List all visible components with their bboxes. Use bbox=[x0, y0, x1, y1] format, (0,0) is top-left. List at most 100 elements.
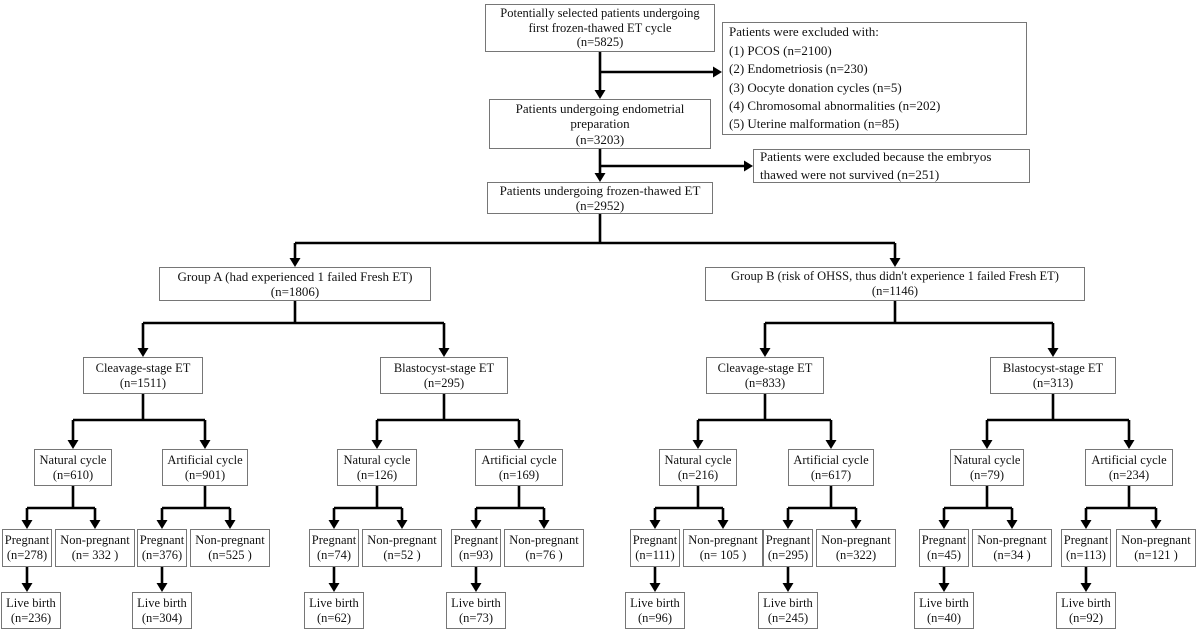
node-selected-line: Potentially selected patients undergoing bbox=[500, 5, 700, 20]
node-groupB-line: Group B (risk of OHSS, thus didn't exper… bbox=[731, 269, 1059, 284]
node-preg8: Pregnant(n=113) bbox=[1061, 529, 1111, 567]
node-non4-line: (n=76 ) bbox=[525, 548, 563, 562]
node-non6-line: (n=322) bbox=[835, 548, 877, 562]
node-blastocystB-line: (n=313) bbox=[1032, 375, 1074, 390]
node-groupA: Group A (had experienced 1 failed Fresh … bbox=[159, 267, 431, 301]
node-excluded1: Patients were excluded with:(1) PCOS (n=… bbox=[722, 22, 1027, 135]
node-artificialA1: Artificial cycle(n=901) bbox=[162, 449, 248, 486]
node-non5: Non-pregnant(n= 105 ) bbox=[683, 529, 763, 567]
node-excluded1-line: (1) PCOS (n=2100) bbox=[729, 42, 832, 58]
node-live4-line: (n=73) bbox=[458, 610, 494, 625]
node-naturalB2-line: Natural cycle bbox=[953, 452, 1021, 467]
node-preg1-line: (n=278) bbox=[6, 548, 48, 562]
node-live7: Live birth(n=40) bbox=[914, 592, 974, 629]
node-artificialA2: Artificial cycle(n=169) bbox=[475, 449, 563, 486]
node-live2-line: Live birth bbox=[137, 595, 187, 610]
node-blastocystA-line: Blastocyst-stage ET bbox=[393, 360, 495, 375]
node-preg4-line: Pregnant bbox=[453, 533, 499, 548]
node-excluded1-line: (4) Chromosomal abnormalities (n=202) bbox=[729, 97, 941, 113]
node-groupA-line: Group A (had experienced 1 failed Fresh … bbox=[177, 268, 413, 284]
node-cleavageA: Cleavage-stage ET(n=1511) bbox=[83, 357, 203, 394]
node-blastocystB-line: Blastocyst-stage ET bbox=[1002, 360, 1104, 375]
node-live1-line: Live birth bbox=[6, 595, 56, 610]
node-excluded1-line: (3) Oocyte donation cycles (n=5) bbox=[729, 79, 902, 95]
node-naturalA1-line: Natural cycle bbox=[39, 452, 107, 467]
node-non3-line: Non-pregnant bbox=[367, 533, 437, 548]
node-cleavageA-line: Cleavage-stage ET bbox=[95, 360, 191, 375]
node-live3-line: (n=62) bbox=[316, 610, 352, 625]
node-preg7: Pregnant(n=45) bbox=[919, 529, 969, 567]
node-naturalA2-line: (n=126) bbox=[356, 467, 398, 482]
node-non6: Non-pregnant(n=322) bbox=[816, 529, 896, 567]
node-live6-line: Live birth bbox=[763, 595, 813, 610]
node-non3: Non-pregnant(n=52 ) bbox=[362, 529, 442, 567]
node-artificialB1-line: Artificial cycle bbox=[793, 452, 869, 467]
node-preg6-line: Pregnant bbox=[765, 533, 811, 548]
node-live2-line: (n=304) bbox=[141, 610, 183, 625]
node-preg6: Pregnant(n=295) bbox=[763, 529, 813, 567]
node-artificialB2-line: Artificial cycle bbox=[1091, 452, 1167, 467]
node-fet: Patients undergoing frozen-thawed ET(n=2… bbox=[487, 182, 713, 214]
node-preg3-line: (n=74) bbox=[316, 548, 352, 562]
node-preg6-line: (n=295) bbox=[767, 548, 809, 562]
node-preg1: Pregnant(n=278) bbox=[2, 529, 52, 567]
node-cleavageB: Cleavage-stage ET(n=833) bbox=[706, 357, 824, 394]
node-naturalB1: Natural cycle(n=216) bbox=[659, 449, 737, 486]
node-preg3: Pregnant(n=74) bbox=[309, 529, 359, 567]
node-artificialB1: Artificial cycle(n=617) bbox=[788, 449, 874, 486]
node-naturalB1-line: (n=216) bbox=[677, 467, 719, 482]
node-live8: Live birth(n=92) bbox=[1056, 592, 1116, 629]
node-cleavageB-line: Cleavage-stage ET bbox=[717, 360, 813, 375]
node-preg5-line: Pregnant bbox=[632, 533, 678, 548]
node-blastocystA-line: (n=295) bbox=[423, 375, 465, 390]
node-prep-line: (n=3203) bbox=[575, 131, 625, 147]
node-naturalA2: Natural cycle(n=126) bbox=[337, 449, 417, 486]
node-live3-line: Live birth bbox=[309, 595, 359, 610]
node-prep-line: Patients undergoing endometrial bbox=[515, 101, 685, 116]
node-live5-line: (n=96) bbox=[637, 610, 673, 625]
node-live4: Live birth(n=73) bbox=[446, 592, 506, 629]
node-live6: Live birth(n=245) bbox=[758, 592, 818, 629]
node-live1-line: (n=236) bbox=[10, 610, 52, 625]
node-live6-line: (n=245) bbox=[767, 610, 809, 625]
node-preg2-line: (n=376) bbox=[141, 548, 183, 562]
node-non6-line: Non-pregnant bbox=[821, 533, 891, 548]
node-preg2-line: Pregnant bbox=[139, 533, 185, 548]
node-live4-line: Live birth bbox=[451, 595, 501, 610]
node-excluded2: Patients were excluded because the embry… bbox=[753, 149, 1030, 183]
node-non2: Non-pregnant(n=525 ) bbox=[190, 529, 270, 567]
node-preg4: Pregnant(n=93) bbox=[451, 529, 501, 567]
node-live8-line: (n=92) bbox=[1068, 610, 1104, 625]
node-prep-line: preparation bbox=[570, 116, 630, 132]
node-live7-line: (n=40) bbox=[926, 610, 962, 625]
node-artificialA1-line: Artificial cycle bbox=[167, 452, 243, 467]
node-fet-line: Patients undergoing frozen-thawed ET bbox=[499, 182, 701, 198]
node-live7-line: Live birth bbox=[919, 595, 969, 610]
node-live5: Live birth(n=96) bbox=[625, 592, 685, 629]
node-preg8-line: Pregnant bbox=[1063, 533, 1109, 548]
node-naturalA1-line: (n=610) bbox=[52, 467, 94, 482]
node-naturalB2-line: (n=79) bbox=[969, 467, 1005, 482]
node-non8-line: (n=121 ) bbox=[1134, 548, 1178, 562]
node-naturalB2: Natural cycle(n=79) bbox=[950, 449, 1024, 486]
node-excluded1-line: (5) Uterine malformation (n=85) bbox=[729, 116, 900, 132]
node-non2-line: (n=525 ) bbox=[208, 548, 252, 562]
node-excluded1-line: (2) Endometriosis (n=230) bbox=[729, 61, 868, 77]
node-live5-line: Live birth bbox=[630, 595, 680, 610]
node-groupA-line: (n=1806) bbox=[270, 284, 320, 299]
node-non1-line: (n= 332 ) bbox=[71, 548, 119, 562]
node-excluded2-line: Patients were excluded because the embry… bbox=[760, 148, 992, 164]
node-naturalA1: Natural cycle(n=610) bbox=[34, 449, 112, 486]
node-non2-line: Non-pregnant bbox=[195, 533, 265, 548]
node-cleavageB-line: (n=833) bbox=[744, 375, 786, 390]
node-non1-line: Non-pregnant bbox=[60, 533, 130, 548]
node-non3-line: (n=52 ) bbox=[383, 548, 421, 562]
node-excluded2-line: thawed were not survived (n=251) bbox=[760, 167, 940, 182]
node-preg8-line: (n=113) bbox=[1066, 548, 1106, 562]
node-artificialB2: Artificial cycle(n=234) bbox=[1085, 449, 1173, 486]
node-blastocystB: Blastocyst-stage ET(n=313) bbox=[990, 357, 1116, 394]
node-fet-line: (n=2952) bbox=[575, 198, 625, 213]
node-non8: Non-pregnant(n=121 ) bbox=[1116, 529, 1196, 567]
